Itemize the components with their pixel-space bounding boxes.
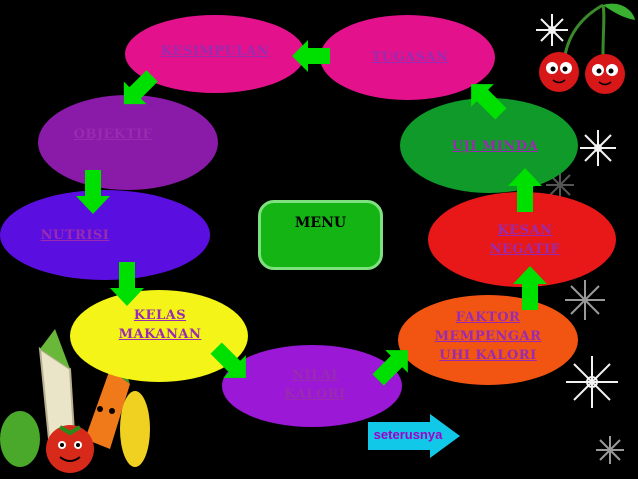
node-kelas-makanan-label: KELAS MAKANAN <box>118 308 202 342</box>
arrow-objektif-to-nutrisi <box>76 170 110 214</box>
node-nilai-kalori[interactable] <box>222 345 402 427</box>
menu-label: MENU <box>294 215 347 231</box>
node-nilai-kalori-label: NILAI KALORI <box>284 368 346 402</box>
arrow-faktor-to-kesan-negatif <box>513 266 547 310</box>
node-objektif-label: OBJEKTIF <box>73 127 153 142</box>
arrow-tugasan-to-kesimpulan <box>292 40 330 72</box>
node-objektif[interactable] <box>38 95 218 190</box>
node-tugasan-label: TUGASAN <box>371 50 449 65</box>
snowflake-icon <box>565 280 605 320</box>
node-nutrisi[interactable] <box>0 190 210 280</box>
node-faktor[interactable] <box>398 295 578 385</box>
cherry-icon <box>539 3 635 94</box>
node-uji-minda[interactable] <box>400 98 578 193</box>
arrow-nilai-kalori-to-faktor <box>372 350 408 386</box>
snowflake-icon <box>580 130 616 166</box>
snowflake-icon <box>566 356 618 408</box>
vegetable-cartoon-icon <box>0 329 150 473</box>
arrow-uji-minda-to-tugasan <box>471 84 507 120</box>
arrow-kesan-negatif-to-uji-minda <box>508 168 542 212</box>
node-kesan-negatif-label: KESAN NEGATIF <box>489 223 561 257</box>
node-kesimpulan-label: KESIMPULAN <box>160 44 270 59</box>
node-kelas-makanan[interactable] <box>70 290 248 382</box>
menu-button[interactable] <box>258 200 383 270</box>
next-button-label: seterusnya <box>373 427 443 442</box>
arrow-right-icon <box>368 414 460 458</box>
node-faktor-label: FAKTOR MEMPENGAR UHI KALORI <box>434 310 542 363</box>
snowflake-icon <box>596 436 624 464</box>
node-uji-minda-label: UJI MINDA <box>451 139 539 154</box>
arrow-kesimpulan-to-objektif <box>123 70 158 105</box>
arrow-kelas-makanan-to-nilai-kalori <box>210 342 246 378</box>
arrow-nutrisi-to-kelas-makanan <box>110 262 144 306</box>
node-tugasan[interactable] <box>320 15 495 100</box>
node-nutrisi-label: NUTRISI <box>40 228 110 243</box>
next-arrow-button[interactable] <box>368 414 460 458</box>
